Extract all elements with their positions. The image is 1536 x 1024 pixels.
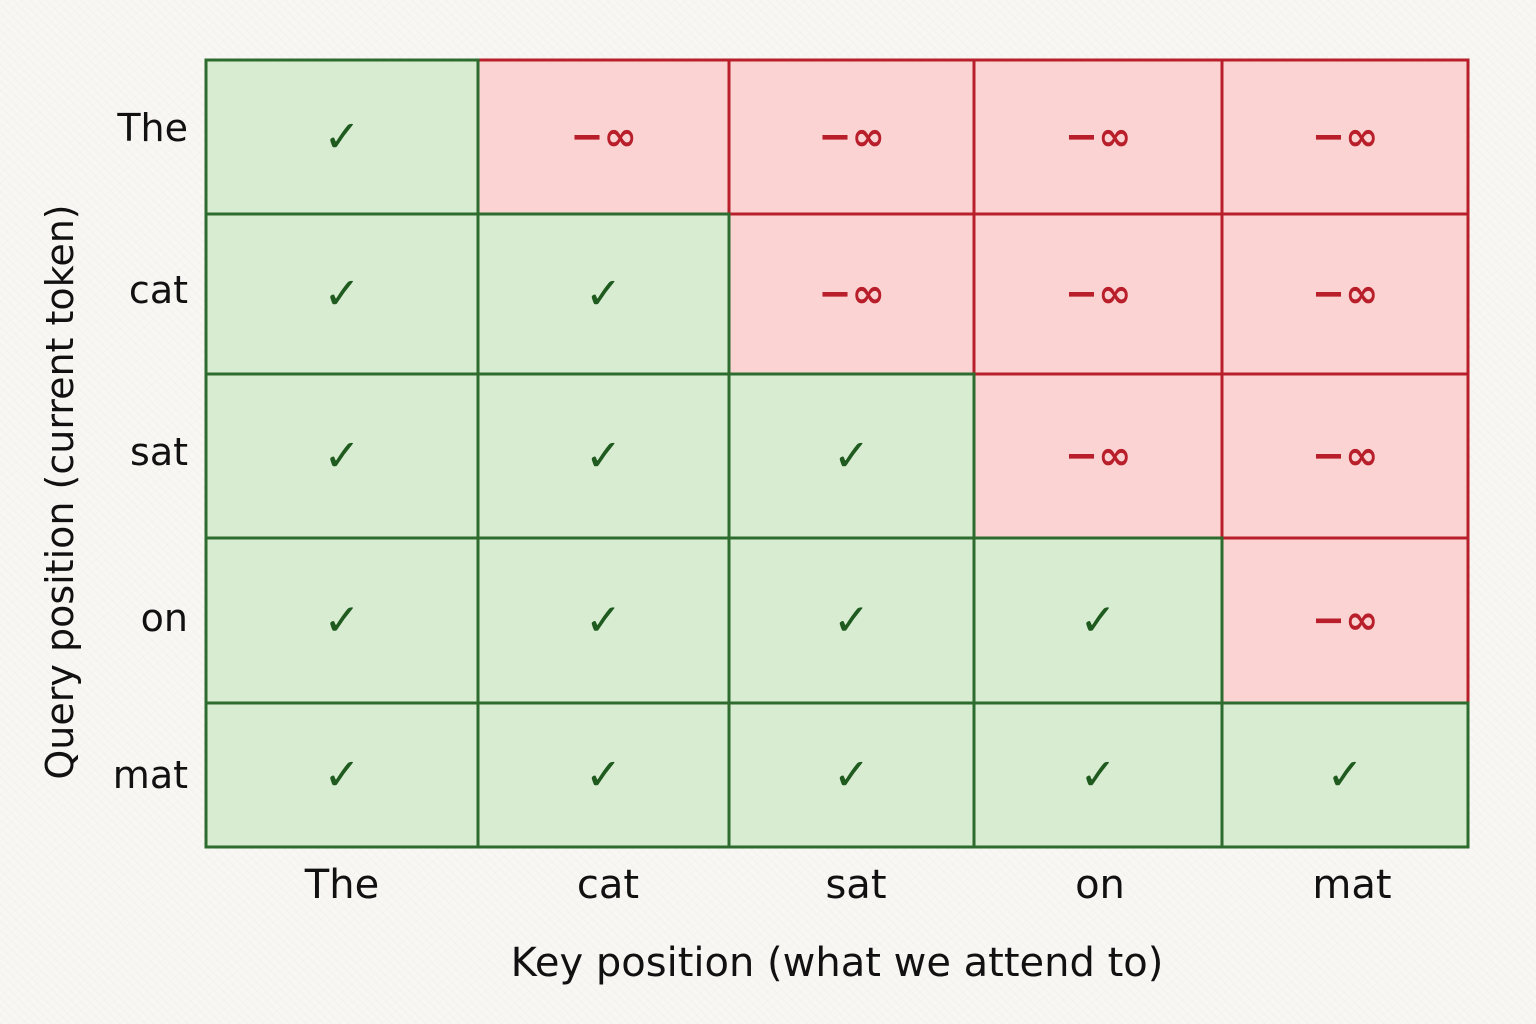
mask-cell-allowed-4-2 [729,703,974,847]
mask-cell-allowed-3-0 [206,538,478,703]
mask-cell-masked-2-4 [1222,374,1468,538]
mask-cell-allowed-3-2 [729,538,974,703]
mask-cell-allowed-4-0 [206,703,478,847]
neg-infinity-label: −∞ [1312,598,1379,644]
mask-cell-allowed-3-1 [478,538,729,703]
check-icon: ✓ [1327,750,1364,801]
neg-infinity-label: −∞ [1312,271,1379,317]
check-icon: ✓ [324,269,361,320]
y-axis-title: Query position (current token) [38,204,82,780]
col-label-sat: sat [825,862,887,908]
x-axis-title: Key position (what we attend to) [510,940,1164,986]
check-icon: ✓ [585,750,622,801]
mask-cell-allowed-4-3 [974,703,1222,847]
neg-infinity-label: −∞ [818,271,885,317]
col-label-mat: mat [1312,862,1392,908]
row-label-mat: mat [112,753,188,797]
mask-cell-allowed-2-0 [206,374,478,538]
check-icon: ✓ [324,595,361,646]
col-label-cat: cat [576,862,640,908]
row-label-sat: sat [130,430,188,474]
check-icon: ✓ [585,269,622,320]
mask-cell-allowed-0-0 [206,60,478,214]
check-icon: ✓ [324,750,361,801]
row-label-on: on [140,596,188,640]
check-icon: ✓ [1080,750,1117,801]
mask-cell-masked-1-4 [1222,214,1468,374]
mask-cell-allowed-4-1 [478,703,729,847]
mask-cell-masked-0-4 [1222,60,1468,214]
neg-infinity-label: −∞ [570,114,637,160]
mask-cell-allowed-3-3 [974,538,1222,703]
mask-cell-masked-0-1 [478,60,729,214]
mask-cell-allowed-2-2 [729,374,974,538]
check-icon: ✓ [585,431,622,482]
mask-cell-masked-2-3 [974,374,1222,538]
mask-cell-allowed-1-1 [478,214,729,374]
mask-cell-allowed-1-0 [206,214,478,374]
check-icon: ✓ [1080,595,1117,646]
mask-cell-border-4-4 [1220,701,1470,849]
mask-cell-masked-0-3 [974,60,1222,214]
neg-infinity-label: −∞ [1312,433,1379,479]
neg-infinity-label: −∞ [1065,114,1132,160]
check-icon: ✓ [324,431,361,482]
neg-infinity-label: −∞ [1065,433,1132,479]
mask-cell-masked-1-2 [729,214,974,374]
neg-infinity-label: −∞ [818,114,885,160]
neg-infinity-label: −∞ [1065,271,1132,317]
mask-cell-masked-1-3 [974,214,1222,374]
neg-infinity-label: −∞ [1312,114,1379,160]
mask-cell-allowed-2-1 [478,374,729,538]
mask-cell-allowed-4-4 [1222,703,1468,847]
check-icon: ✓ [585,595,622,646]
check-icon: ✓ [833,595,870,646]
row-label-cat: cat [128,268,188,312]
check-icon: ✓ [833,431,870,482]
check-icon: ✓ [324,112,361,163]
mask-cell-masked-3-4 [1222,538,1468,703]
row-label-the: The [117,106,188,150]
check-icon: ✓ [833,750,870,801]
col-label-the: The [304,862,380,908]
col-label-on: on [1075,862,1125,908]
mask-cell-masked-0-2 [729,60,974,214]
